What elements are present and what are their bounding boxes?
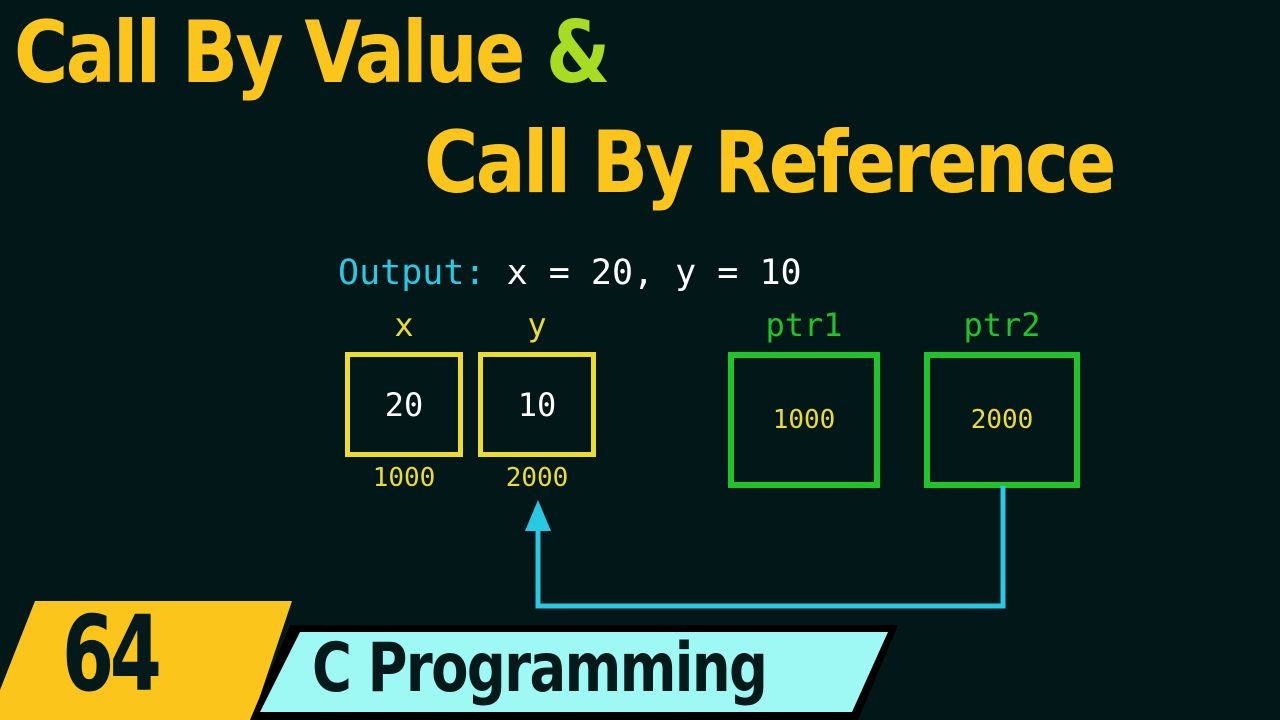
variable-x-value: 20 — [384, 385, 424, 424]
variable-x-box: 20 — [345, 352, 463, 457]
pointer-ptr1-value: 1000 — [772, 405, 836, 435]
variable-y-address: 2000 — [505, 463, 569, 493]
pointer-ptr2-value: 2000 — [970, 405, 1034, 435]
title-call-by-value: Call By Value — [14, 3, 525, 103]
program-output: Output: x = 20, y = 10 — [338, 253, 802, 293]
variable-y-name: y — [527, 306, 547, 344]
pointer-ptr2-box: 2000 — [924, 352, 1080, 488]
episode-number: 64 — [62, 593, 162, 715]
title-line-2: Call By Reference — [424, 113, 1116, 213]
output-text: x = 20, y = 10 — [506, 253, 802, 293]
variable-x-address: 1000 — [372, 463, 436, 493]
pointer-ptr1-box: 1000 — [728, 352, 880, 488]
pointer-ptr2-name: ptr2 — [963, 306, 1041, 344]
variable-y-value: 10 — [517, 385, 557, 424]
title-ampersand: & — [545, 3, 611, 103]
variable-y-box: 10 — [478, 352, 596, 457]
series-title: C Programming — [312, 629, 768, 708]
title-line-1: Call By Value & — [14, 10, 610, 96]
output-label: Output: — [338, 253, 486, 293]
pointer-ptr1-name: ptr1 — [765, 306, 843, 344]
variable-x-name: x — [394, 306, 414, 344]
